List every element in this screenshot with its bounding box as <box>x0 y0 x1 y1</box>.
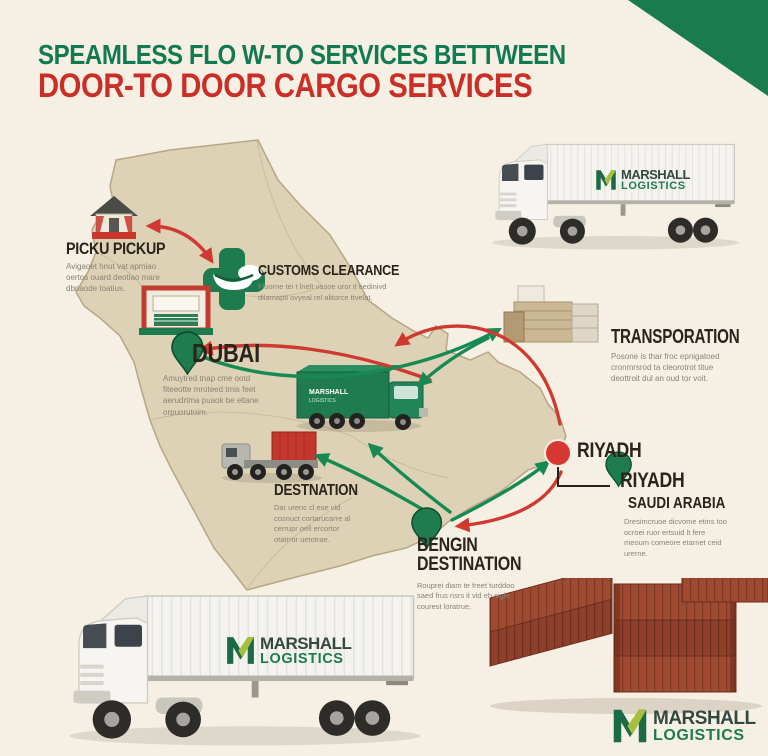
pin-riyadh-destination <box>605 451 632 488</box>
customs-badge-icon <box>203 248 265 310</box>
transportation-desc: Posone is thar froc epnigatoed cronmrsro… <box>611 352 720 384</box>
transportation-title: TRANSPORATION <box>611 326 740 348</box>
pickup-desc: Avigaoet hnut vat apmiao oertos ouard de… <box>66 262 160 294</box>
label-pickup: PICKU PICKUP Avigaoet hnut vat apmiao oe… <box>66 240 206 295</box>
arrow-pickup-customs <box>145 218 214 264</box>
shipping-containers <box>486 578 768 716</box>
pickup-title: PICKU PICKUP <box>66 239 166 258</box>
container-truck-icon <box>221 431 322 483</box>
marshall-m-icon <box>227 637 254 664</box>
label-customs-clearance: CUSTOMS CLEARANCE Fluorne tei t lnelt va… <box>258 263 428 303</box>
riyadh-destination-title: RIYADH <box>620 469 685 492</box>
destination-title: DESTNATION <box>274 482 358 499</box>
title-line-2: DOOR-TO DOOR CARGO SERVICES <box>38 67 533 106</box>
bengin-desc: Rouprei diam te freet turddoo saed frus … <box>417 580 515 611</box>
brand-name: MARSHALL <box>653 707 756 729</box>
brand-suffix: LOGISTICS <box>621 180 686 192</box>
riyadh-stop-marker <box>544 439 572 467</box>
brand-logo: MARSHALL LOGISTICS <box>610 706 756 746</box>
brand-logo: MARSHALL LOGISTICS <box>594 168 690 192</box>
riyadh-destination-subtitle: SAUDI ARABIA <box>628 495 726 512</box>
title-line-1: SPEAMLESS FLO W-TO SERVICES BETTWEEN <box>38 39 566 70</box>
truck-side-brand: MARSHALL <box>309 389 349 396</box>
customs-title: CUSTOMS CLEARANCE <box>258 262 400 279</box>
label-destination: DESTNATION Dar urenc cl ese vid cosnuct … <box>274 483 374 545</box>
truck-side-brand-2: LOGISTICS <box>309 398 336 404</box>
semi-truck-bottom-left: MARSHALL LOGISTICS <box>46 582 430 754</box>
semi-truck-graphic <box>69 595 421 746</box>
dubai-desc: Amuytred tnap cme ootd fiteeotte mroteed… <box>163 374 259 417</box>
containers-graphic <box>489 578 768 714</box>
riyadh-stop-title: RIYADH <box>577 439 642 462</box>
pin-bengin <box>411 507 443 550</box>
marshall-m-icon <box>596 170 616 190</box>
bengin-title-line2: DESTINATION <box>417 554 522 576</box>
pin-dubai <box>171 331 204 376</box>
label-bengin-destination: BENGIN DESTINATION Rouprei diam te freet… <box>417 536 529 612</box>
destination-desc: Dar urenc cl ese vid cosnuct cortarucarr… <box>274 503 351 544</box>
arrow-riyadh-truck <box>394 324 562 426</box>
dubai-title: DUBAI <box>192 338 260 368</box>
arrow-to-dubai <box>197 340 432 382</box>
label-riyadh-destination: RIYADH SAUDI ARABIA Dresimcruoe dicvome … <box>620 470 745 559</box>
riyadh-connector-line <box>557 467 610 487</box>
warehouse-icon <box>139 285 213 335</box>
label-riyadh-stop: RIYADH <box>577 440 654 461</box>
crates-icon <box>503 285 599 343</box>
brand-name: MARSHALL <box>621 167 690 182</box>
brand-logo: MARSHALL LOGISTICS <box>224 633 352 667</box>
bengin-title-line1: BENGIN <box>417 535 478 556</box>
arrow-crates-truck <box>416 336 490 388</box>
cargo-truck-icon: MARSHALL LOGISTICS <box>296 365 428 432</box>
riyadh-destination-desc: Dresimcruoe dicvome etins too ocroei ruo… <box>624 517 727 558</box>
house-icon <box>90 196 138 239</box>
semi-truck-graphic <box>492 143 740 250</box>
brand-name: MARSHALL <box>260 633 352 653</box>
brand-suffix: LOGISTICS <box>653 726 745 744</box>
label-transportation: TRANSPORATION Posone is thar froc epniga… <box>611 326 740 385</box>
arrow-bengin-riyadh <box>450 460 551 522</box>
brand-suffix: LOGISTICS <box>260 650 344 667</box>
route-arrows <box>145 218 563 533</box>
arrow-bengin-truck <box>367 442 452 514</box>
label-dubai: DUBAI Amuytred tnap cme ootd fiteeotte m… <box>163 340 273 418</box>
page-title: SPEAMLESS FLO W-TO SERVICES BETTWEEN DOO… <box>38 40 652 105</box>
arrow-dubai-crates <box>204 327 502 379</box>
arrow-riyadh-bengin <box>454 470 563 533</box>
marshall-m-icon <box>613 709 647 743</box>
customs-desc: Fluorne tei t lnelt vasoe uror it tiedin… <box>258 282 387 302</box>
semi-truck-top-right: MARSHALL LOGISTICS <box>476 130 746 260</box>
